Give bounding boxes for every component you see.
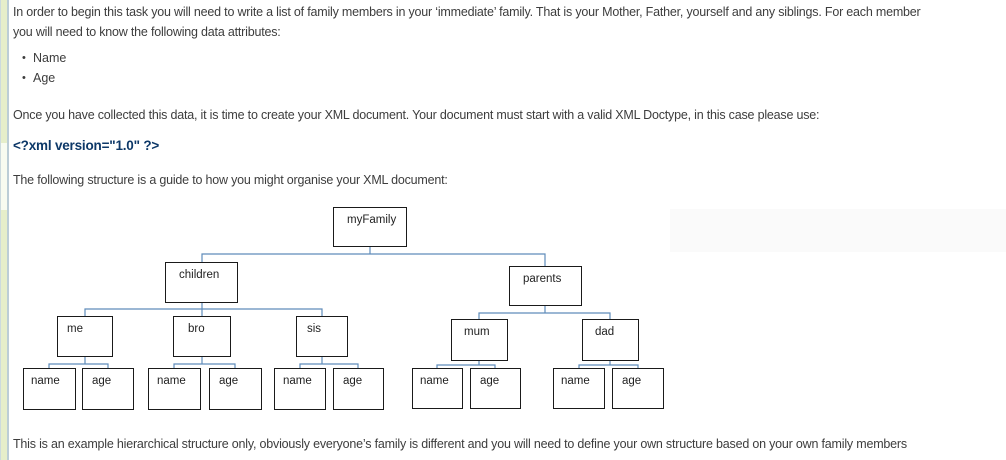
tree-node-dad-age: age (612, 368, 664, 409)
tree-node-mum-age: age (470, 368, 521, 409)
attribute-age-label: Age (33, 70, 56, 85)
left-margin-stripe (0, 0, 9, 460)
connector-parents (478, 306, 611, 319)
tree-node-mum: mum (451, 319, 508, 361)
connector-dad (578, 361, 639, 368)
bullet-icon: • (22, 71, 26, 84)
intro-line-1: In order to begin this task you will nee… (13, 5, 921, 19)
tree-node-me-age: age (82, 368, 134, 410)
connector-me (48, 357, 109, 368)
tree-node-me-name: name (23, 368, 76, 410)
connector-root (201, 247, 546, 266)
tree-node-dad-name: name (553, 368, 605, 409)
tree-node-parents: parents (509, 266, 582, 306)
tree-node-sis-age: age (333, 368, 384, 410)
list-item: • Name (22, 49, 66, 69)
structure-paragraph: The following structure is a guide to ho… (13, 173, 448, 187)
tree-node-myfamily: myFamily (333, 207, 407, 247)
list-item: • Age (22, 69, 66, 89)
tree-node-me: me (57, 316, 113, 357)
xml-doctype-code: <?xml version="1.0" ?> (13, 138, 160, 153)
tree-node-bro-name: name (148, 368, 201, 410)
tree-node-sis-name: name (274, 368, 326, 410)
faint-highlight-region (670, 209, 1006, 252)
intro-paragraph: In order to begin this task you will nee… (13, 2, 921, 42)
footer-paragraph: This is an example hierarchical structur… (13, 437, 907, 451)
tree-node-mum-name: name (412, 368, 463, 409)
connector-mum (436, 361, 496, 368)
tree-node-children: children (165, 262, 238, 303)
tree-node-bro-age: age (209, 368, 262, 410)
attribute-name-label: Name (33, 51, 67, 65)
connector-children (84, 303, 323, 316)
collect-paragraph: Once you have collected this data, it is… (13, 108, 820, 122)
attribute-list: • Name • Age (22, 49, 66, 88)
intro-line-2: you will need to know the following data… (13, 25, 281, 39)
connector-sis (299, 357, 359, 368)
bullet-icon: • (22, 52, 26, 64)
left-margin-stripe-highlight (1, 143, 7, 210)
connector-bro (173, 357, 236, 368)
tree-node-dad: dad (582, 319, 639, 361)
tree-node-sis: sis (296, 316, 348, 357)
tree-node-bro: bro (173, 316, 231, 357)
